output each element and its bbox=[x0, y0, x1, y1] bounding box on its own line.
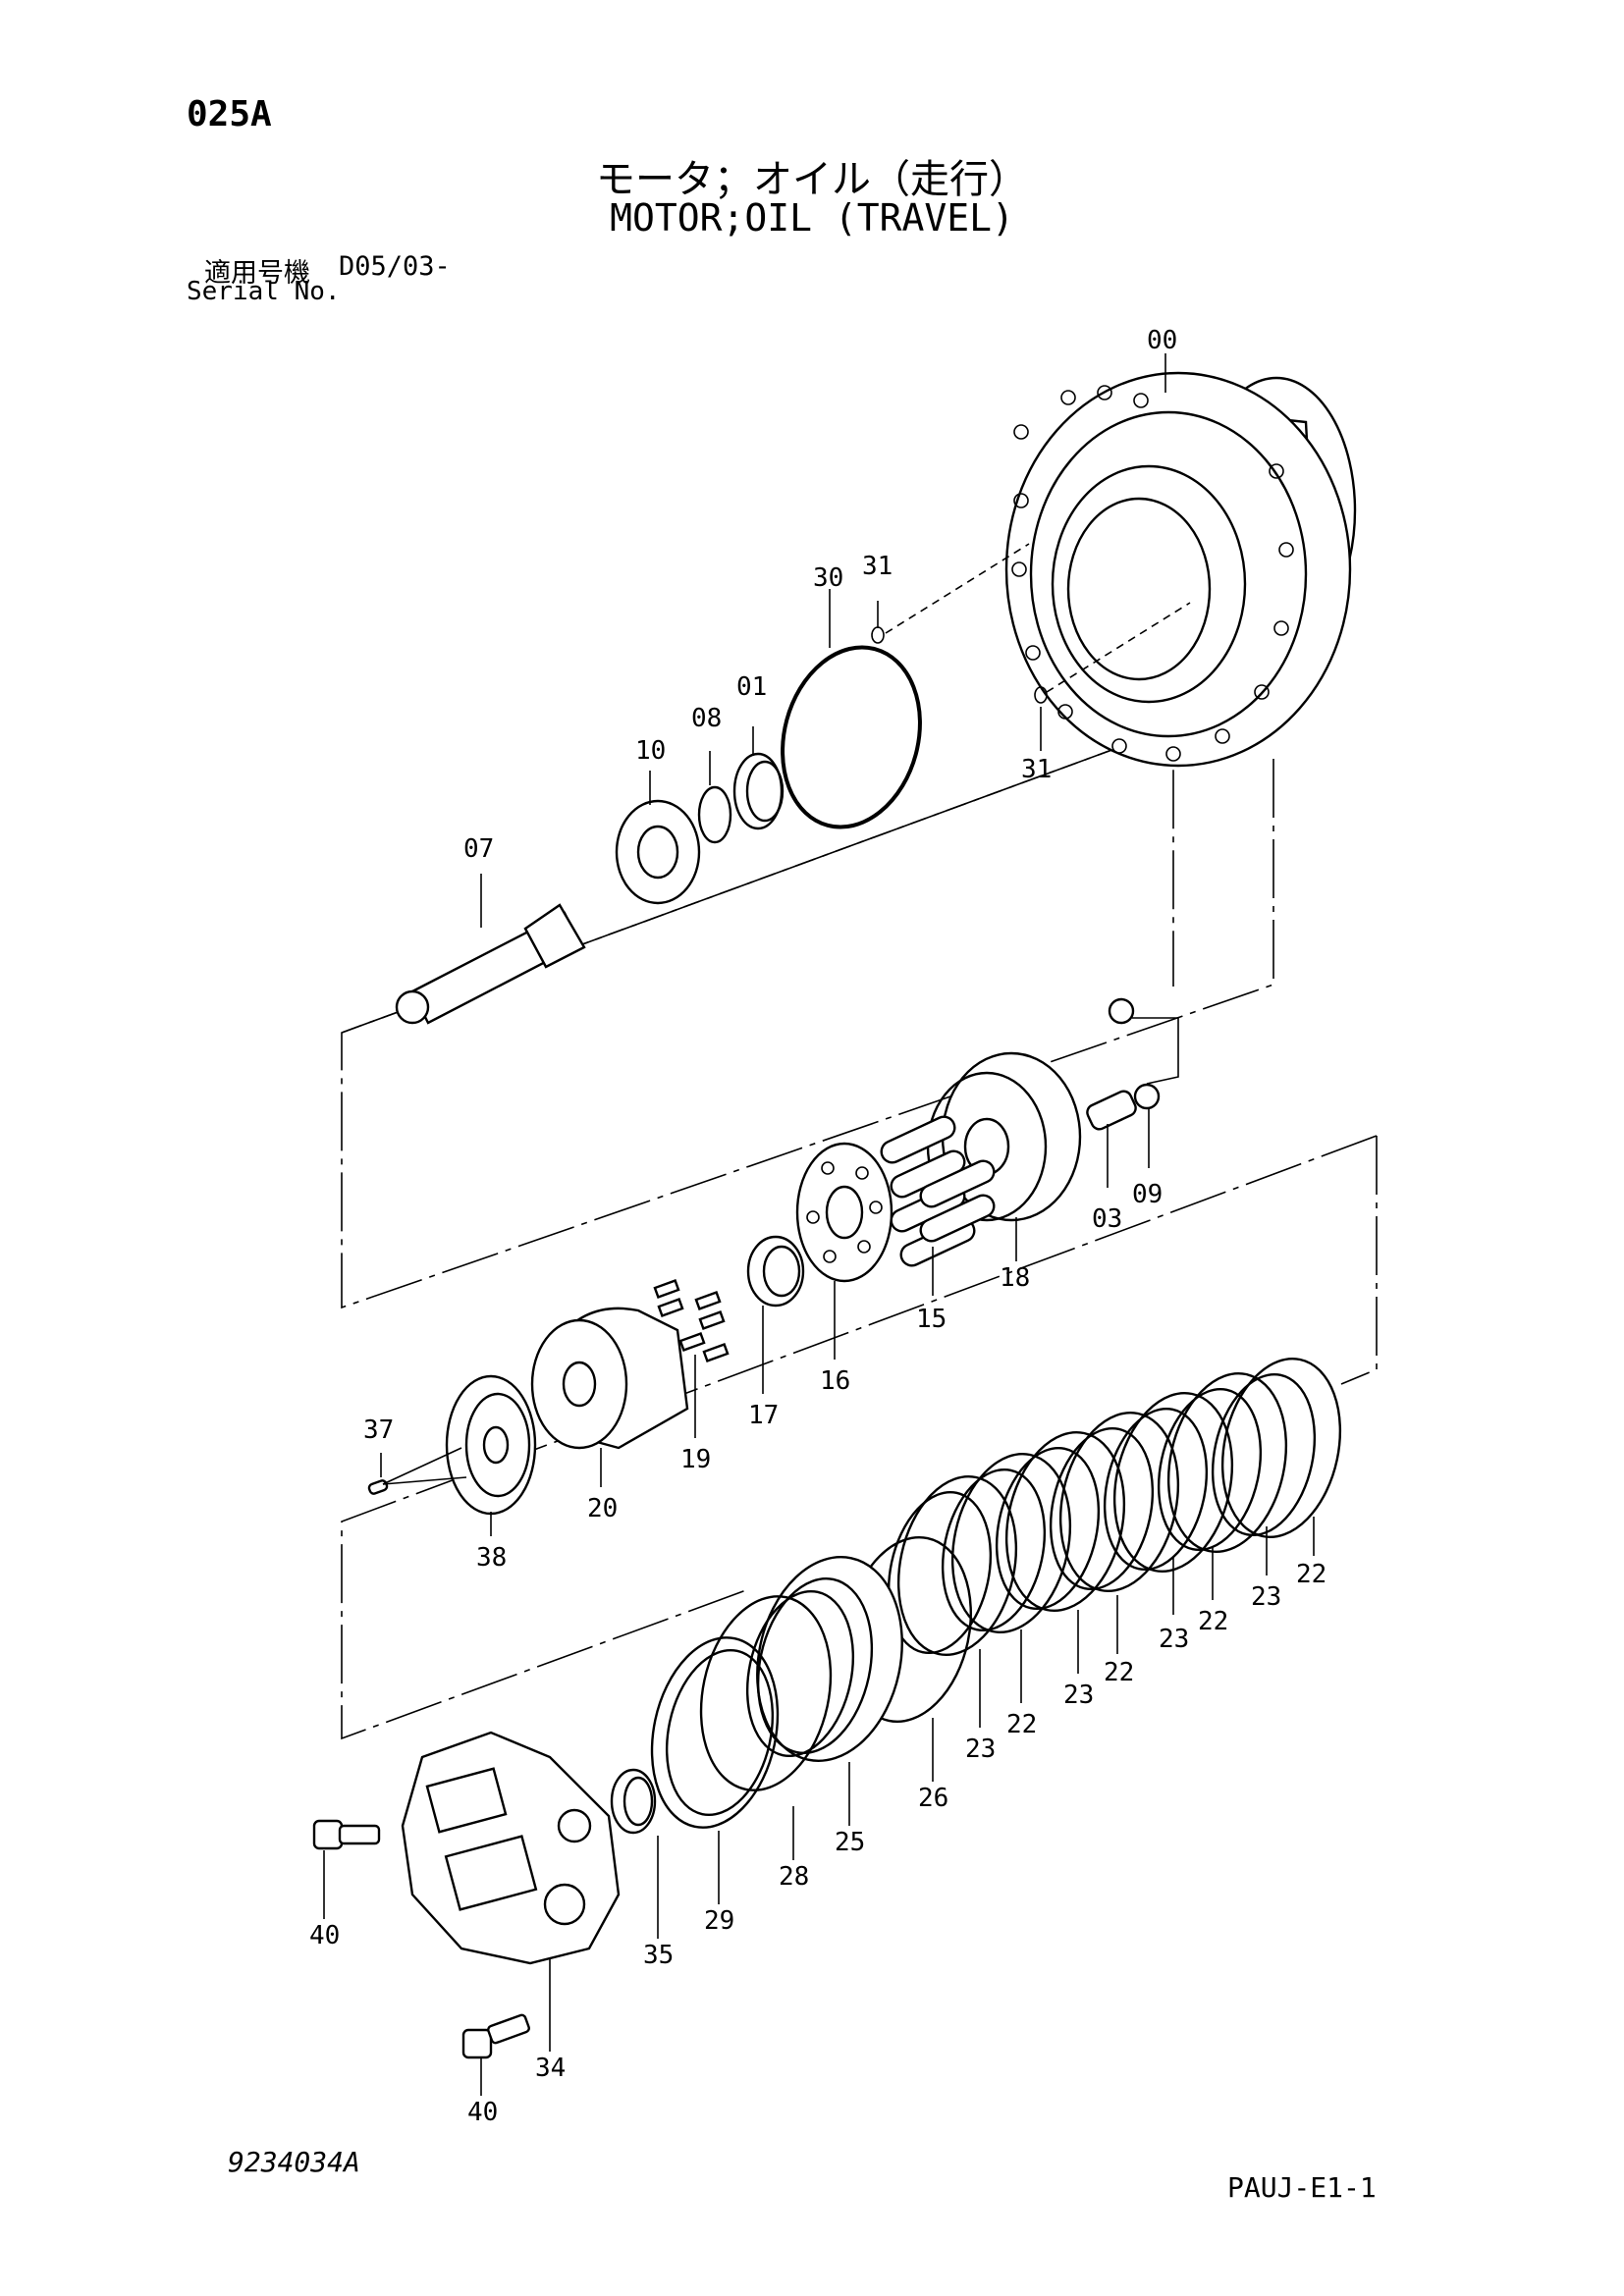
callout-26: 26 bbox=[918, 1784, 948, 1813]
callout-22-c: 22 bbox=[1104, 1658, 1134, 1687]
sheet-identifier: PAUJ-E1-1 bbox=[1227, 2171, 1377, 2204]
callout-10: 10 bbox=[635, 736, 666, 766]
callout-28: 28 bbox=[779, 1862, 809, 1892]
drive-shaft-part bbox=[395, 903, 586, 1025]
friction-plate-stack bbox=[887, 1358, 1342, 1656]
callout-34: 34 bbox=[535, 2054, 566, 2083]
callout-09: 09 bbox=[1132, 1180, 1163, 1209]
serial-label-japanese: 適用号機 bbox=[204, 258, 310, 289]
pin-part bbox=[367, 1447, 467, 1495]
callout-25: 25 bbox=[835, 1828, 865, 1857]
serial-value: D05/03- bbox=[339, 251, 451, 282]
spherical-bushing-part bbox=[746, 1235, 805, 1308]
assembly-outline-right-bracket bbox=[1132, 1017, 1179, 1085]
callout-22-a: 22 bbox=[1296, 1560, 1326, 1589]
callout-00: 00 bbox=[1147, 326, 1177, 355]
roller-bearing-part bbox=[615, 799, 701, 905]
bolt-lower-part bbox=[461, 2013, 530, 2059]
callout-23-b: 23 bbox=[1159, 1625, 1189, 1654]
drawing-number: 9234034A bbox=[228, 2146, 360, 2178]
seal-ring-part bbox=[650, 1636, 780, 1829]
housing-drum-part bbox=[1004, 371, 1357, 768]
callout-08: 08 bbox=[691, 704, 722, 733]
ball-pins-part bbox=[1086, 997, 1161, 1131]
callout-23-d: 23 bbox=[965, 1735, 996, 1764]
spring-plate-part bbox=[699, 1595, 833, 1791]
assembly-outline-lower bbox=[341, 1135, 1378, 1740]
valve-plate-part bbox=[445, 1374, 537, 1516]
o-ring-large-part bbox=[781, 645, 922, 829]
callout-35: 35 bbox=[643, 1941, 674, 1970]
callout-40-lower: 40 bbox=[467, 2098, 498, 2127]
snap-ring-part bbox=[697, 785, 732, 844]
callout-22-d: 22 bbox=[1006, 1710, 1037, 1739]
callout-17: 17 bbox=[748, 1401, 779, 1430]
callout-20: 20 bbox=[587, 1494, 618, 1523]
callout-40-upper: 40 bbox=[309, 1921, 340, 1950]
callout-16: 16 bbox=[820, 1366, 850, 1396]
spring-set-part bbox=[653, 1279, 730, 1362]
cylinder-block-part bbox=[530, 1307, 689, 1450]
callout-03: 03 bbox=[1092, 1204, 1122, 1234]
callout-23-a: 23 bbox=[1251, 1582, 1281, 1612]
page-code: 025A bbox=[187, 94, 272, 134]
brake-piston-part bbox=[745, 1556, 903, 1762]
title-english: MOTOR;OIL (TRAVEL) bbox=[610, 196, 1014, 240]
callout-labels: 00 31 30 31 01 08 10 07 09 03 18 15 16 1… bbox=[309, 326, 1326, 2127]
callout-07: 07 bbox=[463, 834, 494, 864]
callout-29: 29 bbox=[704, 1906, 734, 1936]
callout-31-lower: 31 bbox=[1021, 755, 1052, 784]
bearing-ring-part bbox=[732, 752, 785, 830]
title-japanese: モータ；オイル（走行） bbox=[596, 157, 1028, 202]
needle-bearing-part bbox=[610, 1768, 657, 1835]
rear-cover-part bbox=[401, 1731, 621, 1965]
piston-set-part bbox=[880, 1115, 996, 1267]
callout-15: 15 bbox=[916, 1305, 947, 1334]
callout-22-b: 22 bbox=[1198, 1607, 1228, 1636]
callout-31-upper: 31 bbox=[862, 552, 893, 581]
callout-18: 18 bbox=[1000, 1263, 1030, 1293]
serial-label-english: Serial No. bbox=[187, 277, 341, 306]
callout-37: 37 bbox=[363, 1415, 394, 1445]
callout-19: 19 bbox=[680, 1445, 711, 1474]
callout-38: 38 bbox=[476, 1543, 507, 1573]
bolt-upper-part bbox=[312, 1819, 381, 1850]
retainer-plate-part bbox=[795, 1142, 893, 1283]
leader-lines bbox=[323, 353, 1315, 2096]
callout-30: 30 bbox=[813, 563, 843, 593]
callout-23-c: 23 bbox=[1063, 1681, 1094, 1710]
callout-01: 01 bbox=[736, 672, 767, 702]
